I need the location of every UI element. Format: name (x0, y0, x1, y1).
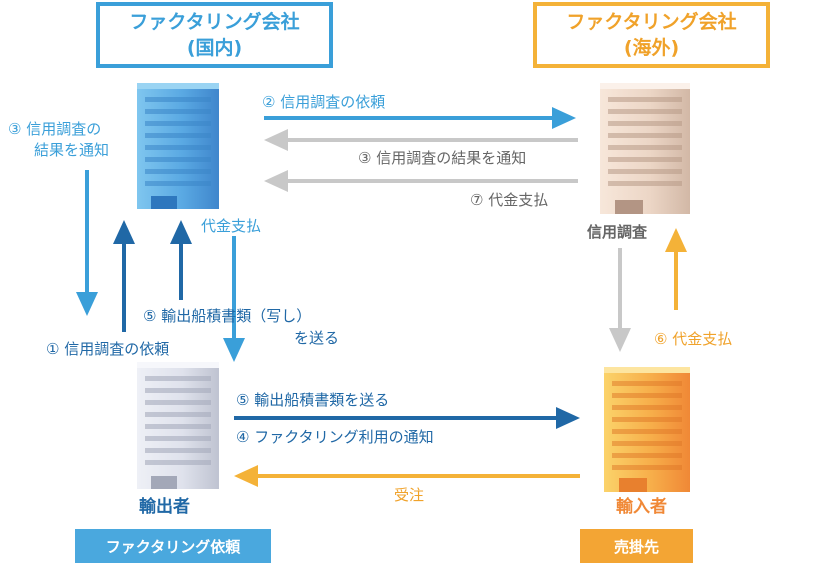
label-importer: 輸入者 (616, 497, 667, 517)
arrow-credit-request (264, 107, 576, 129)
arrow-payment-overseas-to-domestic (264, 170, 578, 192)
domestic-box-title: ファクタリング会社 (129, 11, 300, 33)
arrow-credit-result (264, 129, 578, 151)
label-step5-send-docs: ⑤ 輸出船積書類を送る (236, 391, 390, 409)
label-step3-result-notice: ③ 信用調査の結果を通知 (358, 149, 527, 167)
label-step7-payment: ⑦ 代金支払 (470, 191, 549, 209)
label-step5-copy-line1: ⑤ 輸出船積書類（写し） (143, 307, 312, 325)
overseas-box-title: ファクタリング会社 (566, 11, 737, 33)
label-step2-credit-request: ② 信用調査の依頼 (262, 93, 386, 111)
arrow-send-docs (234, 407, 580, 429)
label-step3-left-line2: 結果を通知 (34, 141, 110, 159)
exporter-building-icon (137, 362, 219, 489)
domestic-box-subtitle: (国内) (186, 37, 243, 59)
label-step4-notice: ④ ファクタリング利用の通知 (236, 428, 434, 446)
label-domestic-payment: 代金支払 (201, 217, 262, 235)
overseas-building-icon (600, 83, 690, 214)
label-step1-credit-request: ① 信用調査の依頼 (46, 340, 170, 358)
arrow-payment-to-exporter-down (223, 236, 245, 362)
tag-accounts-receivable: 売掛先 (580, 529, 693, 563)
arrow-importer-payment-up (665, 228, 687, 310)
label-step3-left-line1: ③ 信用調査の (8, 120, 102, 138)
domestic-building-icon (137, 83, 219, 209)
arrow-credit-check-down (609, 248, 631, 352)
arrow-result-notice-down (76, 170, 98, 316)
label-exporter: 輸出者 (139, 497, 190, 517)
label-step6-payment: ⑥ 代金支払 (654, 330, 733, 348)
tag-factoring-request: ファクタリング依頼 (75, 529, 271, 563)
domestic-factoring-company-box: ファクタリング会社 (国内) (96, 2, 333, 68)
label-credit-check: 信用調査 (587, 223, 648, 241)
arrow-docs-copy-up (170, 220, 192, 300)
importer-building-icon (604, 367, 690, 492)
label-order: 受注 (394, 486, 425, 504)
label-step5-copy-line2: を送る (294, 329, 340, 347)
overseas-factoring-company-box: ファクタリング会社 (海外) (533, 2, 770, 68)
arrow-order (234, 465, 580, 487)
arrow-factoring-request-up (113, 220, 135, 332)
overseas-box-subtitle: (海外) (623, 37, 680, 59)
